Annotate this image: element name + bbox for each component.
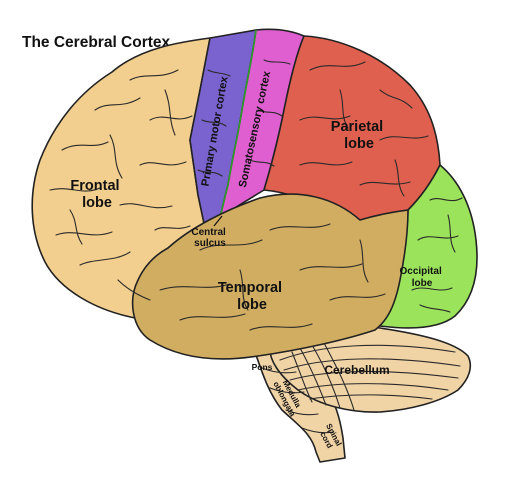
diagram-title: The Cerebral Cortex xyxy=(22,34,171,51)
temporal-lobe-region xyxy=(131,193,409,360)
central-sulcus-pointer xyxy=(213,215,223,227)
central-sulcus-label: Central sulcus xyxy=(191,227,228,249)
temporal-lobe-label: Temporal lobe xyxy=(218,280,286,313)
central-sulcus-line xyxy=(219,29,257,219)
central-sulcus-label-line1: Central xyxy=(191,227,226,238)
cerebellum-label: Cerebellum xyxy=(324,363,389,377)
pons-label: Pons xyxy=(252,362,273,372)
central-sulcus-label-line2: sulcus xyxy=(194,238,226,249)
frontal-lobe-label-line2: lobe xyxy=(82,195,112,211)
occipital-lobe-label: Occipital lobe xyxy=(399,266,444,289)
parietal-lobe-label-line1: Parietal xyxy=(331,119,383,135)
occipital-lobe-label-line1: Occipital xyxy=(399,266,441,277)
frontal-lobe-label-line1: Frontal xyxy=(70,178,119,194)
occipital-lobe-label-line2: lobe xyxy=(412,278,433,289)
temporal-lobe-label-line2: lobe xyxy=(237,297,267,313)
parietal-lobe-label-line2: lobe xyxy=(344,136,374,152)
temporal-lobe-label-line1: Temporal xyxy=(218,280,282,296)
parietal-lobe-label: Parietal lobe xyxy=(331,119,387,152)
frontal-lobe-label: Frontal lobe xyxy=(70,178,123,211)
